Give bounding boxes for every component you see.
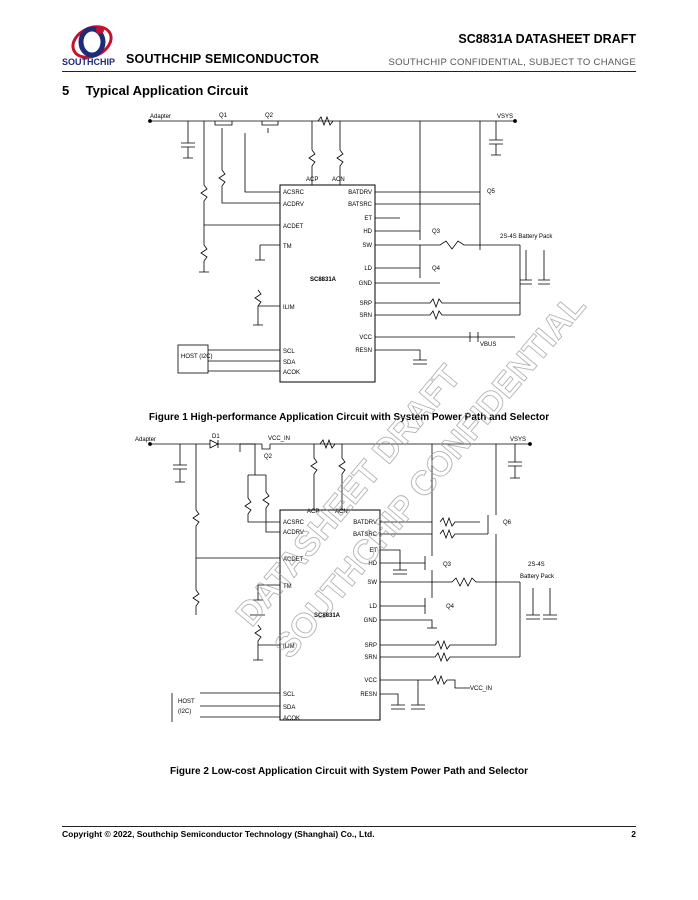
fig2-pin-resn: RESN [360, 692, 377, 698]
fig2-adapter-label: Adapter [135, 437, 156, 443]
fig1-pin-vcc: VCC [359, 335, 372, 341]
fig1-pin-ilim: ILIM [283, 305, 295, 311]
fig2-vsys-label: VSYS [510, 437, 526, 443]
fig1-chip-label: SC8831A [310, 277, 337, 283]
fig2-q6-label: Q6 [503, 520, 512, 526]
fig1-pin-srp: SRP [360, 301, 372, 307]
figure-2-schematic: Adapter D1 VCC_IN Q2 VSYS ACP ACN SC8831… [135, 434, 557, 722]
fig2-q4-label: Q4 [446, 604, 455, 610]
fig2-pin-acdet: ACDET [283, 557, 304, 563]
fig2-pin-tm: TM [283, 584, 292, 590]
fig2-pin-sda: SDA [283, 705, 295, 711]
fig2-pin-acdrv: ACDRV [283, 530, 304, 536]
fig2-pin-hd: HD [368, 561, 377, 567]
fig1-q1-label: Q1 [219, 113, 228, 119]
fig2-q3-label: Q3 [443, 562, 452, 568]
fig1-acn-label: ACN [332, 177, 345, 183]
fig2-pin-acok: ACOK [283, 716, 300, 722]
fig1-pin-tm: TM [283, 244, 292, 250]
fig1-pack-label: 2S-4S Battery Pack [500, 234, 553, 240]
fig2-acn-label: ACN [335, 509, 348, 515]
footer-copyright: Copyright © 2022, Southchip Semiconducto… [62, 829, 375, 839]
fig2-host-top-label: HOST [178, 699, 195, 705]
company-name: SOUTHCHIP SEMICONDUCTOR [126, 52, 320, 66]
fig2-host-bottom-label: (I2C) [178, 709, 191, 715]
fig2-vcc-in2-label: VCC_IN [470, 686, 492, 692]
fig1-acp-label: ACP [306, 177, 318, 183]
page-number: 2 [631, 829, 636, 839]
fig2-q2-label: Q2 [264, 454, 273, 460]
fig2-pin-ilim: ILIM [283, 644, 295, 650]
fig1-host-label: HOST (I2C) [181, 354, 213, 360]
document-title: SC8831A DATASHEET DRAFT [458, 32, 636, 46]
fig2-pin-et: ET [369, 548, 377, 554]
figure-2-caption: Figure 2 Low-cost Application Circuit wi… [169, 766, 529, 777]
fig2-pin-gnd: GND [364, 618, 378, 624]
section-number: 5 [62, 83, 70, 98]
section-heading: 5 Typical Application Circuit [62, 83, 248, 98]
fig1-q5-label: Q5 [487, 189, 496, 195]
fig2-pin-vcc: VCC [364, 678, 377, 684]
fig1-pin-ld: LD [364, 266, 372, 272]
fig1-pin-et: ET [364, 216, 372, 222]
fig1-adapter-label: Adapter [150, 114, 171, 120]
fig1-pin-srn: SRN [359, 313, 372, 319]
fig1-vsys-label: VSYS [497, 114, 513, 120]
fig1-pin-hd: HD [363, 229, 372, 235]
fig2-pin-acsrc: ACSRC [283, 520, 305, 526]
fig2-right-pins: BATDRV BATSRC ET HD SW LD GND SRP SRN VC… [353, 520, 378, 698]
fig2-pin-scl: SCL [283, 692, 295, 698]
fig1-left-pins: ACSRC ACDRV ACDET TM ILIM SCL SDA ACOK [283, 190, 305, 376]
fig1-right-pins: BATDRV BATSRC ET HD SW LD GND SRP SRN VC… [348, 190, 373, 354]
fig1-pin-acsrc: ACSRC [283, 190, 305, 196]
fig1-pin-scl: SCL [283, 349, 295, 355]
fig2-pin-ld: LD [369, 604, 377, 610]
fig1-pin-batdrv: BATDRV [348, 190, 372, 196]
header-divider [62, 71, 636, 72]
logo-text: SOUTHCHIP [62, 57, 116, 67]
figure-1-caption: Figure 1 High-performance Application Ci… [148, 412, 550, 423]
fig1-pin-acdet: ACDET [283, 224, 304, 230]
fig2-pin-batdrv: BATDRV [353, 520, 377, 526]
fig1-q3-label: Q3 [432, 229, 441, 235]
fig2-pin-srp: SRP [365, 643, 377, 649]
fig2-left-pins: ACSRC ACDRV ACDET TM ILIM SCL SDA ACOK [283, 520, 305, 722]
fig2-pack-bottom-label: Battery Pack [520, 574, 555, 580]
footer-divider [62, 826, 636, 827]
fig2-pin-batsrc: BATSRC [353, 532, 378, 538]
figure-1-schematic: Adapter VSYS Q1 Q2 Q5 Q3 Q4 ACP ACN SC88… [148, 113, 553, 383]
fig1-pin-resn: RESN [355, 348, 372, 354]
fig2-acp-label: ACP [307, 509, 319, 515]
southchip-logo [71, 25, 113, 59]
fig2-pin-srn: SRN [364, 655, 377, 661]
fig1-pin-acdrv: ACDRV [283, 202, 304, 208]
fig1-pin-sw: SW [362, 243, 372, 249]
fig2-vcc-in-label: VCC_IN [268, 436, 290, 442]
confidential-notice: SOUTHCHIP CONFIDENTIAL, SUBJECT TO CHANG… [388, 57, 636, 68]
fig1-pin-batsrc: BATSRC [348, 202, 373, 208]
fig1-q2-label: Q2 [265, 113, 274, 119]
fig2-chip-label: SC8831A [314, 613, 341, 619]
fig2-pack-top-label: 2S-4S [528, 562, 545, 568]
section-title: Typical Application Circuit [85, 83, 249, 98]
fig1-q4-label: Q4 [432, 266, 441, 272]
fig2-pin-sw: SW [367, 580, 377, 586]
fig1-pin-acok: ACOK [283, 370, 300, 376]
fig1-vbus-label: VBUS [480, 342, 496, 348]
fig1-pin-gnd: GND [359, 281, 373, 287]
fig2-d1-label: D1 [212, 434, 220, 440]
fig1-pin-sda: SDA [283, 360, 295, 366]
